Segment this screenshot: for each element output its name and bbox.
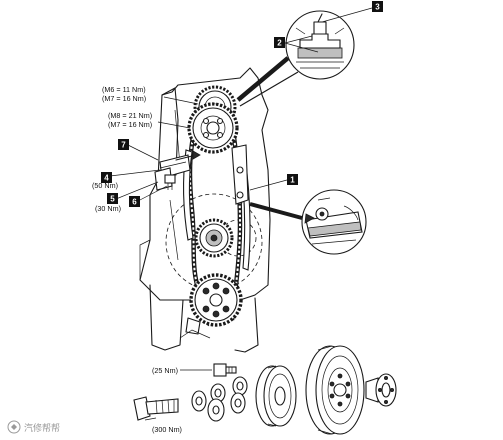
callout-leaders	[109, 7, 373, 421]
svg-text:6: 6	[132, 198, 137, 207]
crank-damper-pulley	[305, 345, 365, 435]
block-bolt	[185, 317, 201, 335]
lower-camshaft-sprocket	[187, 102, 239, 154]
side-bracket	[231, 144, 249, 205]
chain-tensioner	[154, 150, 201, 191]
svg-text:2: 2	[277, 39, 282, 48]
right-inset-detail	[301, 189, 367, 255]
right-inset-leader	[249, 202, 315, 224]
crankshaft-sprocket	[189, 273, 243, 327]
torque-label-50: (50 Nm)	[92, 181, 118, 190]
callout-2: 2	[274, 37, 285, 48]
small-bolt	[213, 363, 237, 377]
callout-6: 6	[129, 196, 140, 207]
torque-label-m7-16-upper: (M7 = 16 Nm)	[102, 94, 146, 103]
callout-7: 7	[118, 139, 129, 150]
callout-5: 5	[107, 193, 118, 204]
intermediate-sprocket	[194, 218, 234, 258]
svg-text:5: 5	[110, 195, 115, 204]
torque-label-30: (30 Nm)	[95, 204, 121, 213]
top-inset-leader	[236, 56, 299, 107]
large-crank-bolt	[133, 396, 179, 421]
top-inset-detail	[285, 10, 355, 80]
engine-block	[139, 67, 271, 353]
watermark: 汽修帮帮	[7, 420, 60, 434]
crank-hub	[365, 373, 397, 407]
torque-label-m7-16-lower: (M7 = 16 Nm)	[108, 120, 152, 129]
svg-text:1: 1	[290, 176, 295, 185]
torque-label-25: (25 Nm)	[152, 366, 178, 375]
torque-label-m6-11: (M6 = 11 Nm)	[102, 85, 146, 94]
svg-text:7: 7	[121, 141, 126, 150]
tensioner-bolt	[164, 174, 176, 190]
svg-text:4: 4	[104, 174, 109, 183]
callout-4: 4	[101, 172, 112, 183]
middle-pulley	[255, 365, 297, 427]
svg-text:3: 3	[375, 3, 380, 12]
washer-set	[191, 376, 248, 422]
callout-1: 1	[287, 174, 298, 185]
svg-text:汽修帮帮: 汽修帮帮	[24, 422, 60, 433]
torque-label-m8-21: (M8 = 21 Nm)	[108, 111, 152, 120]
torque-label-300: (300 Nm)	[152, 425, 182, 434]
callout-3: 3	[372, 1, 383, 12]
